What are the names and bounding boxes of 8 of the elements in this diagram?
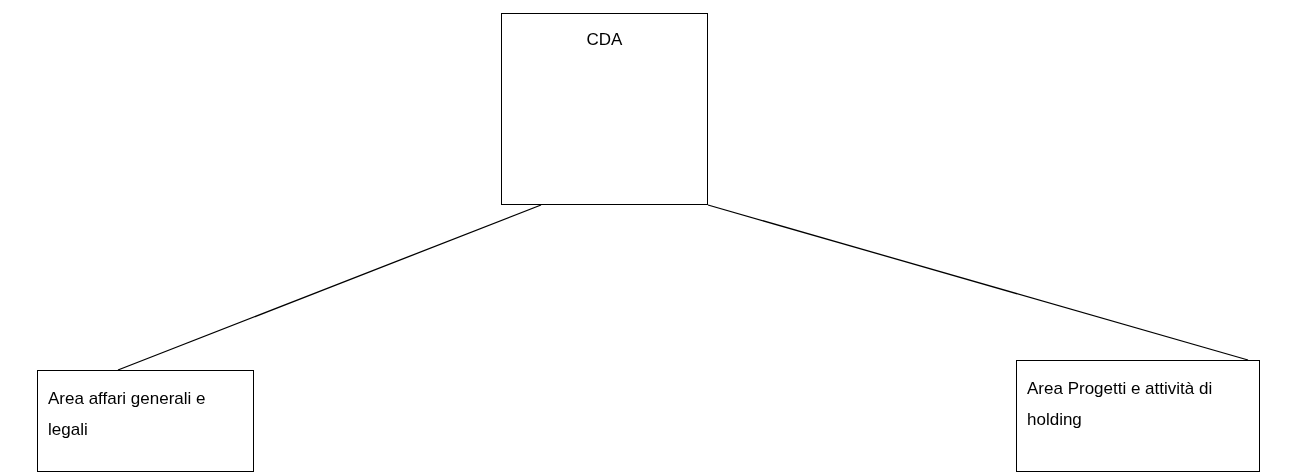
org-box bbox=[37, 370, 254, 472]
box-label: Area Progetti e attività di holding bbox=[1027, 378, 1214, 431]
box-label: CDA bbox=[585, 29, 624, 51]
org-box bbox=[1016, 360, 1260, 472]
connector-line bbox=[707, 204, 1249, 361]
connector-line bbox=[117, 204, 542, 371]
box-label: Area affari generali e legali bbox=[48, 388, 207, 441]
org-box bbox=[501, 13, 708, 205]
